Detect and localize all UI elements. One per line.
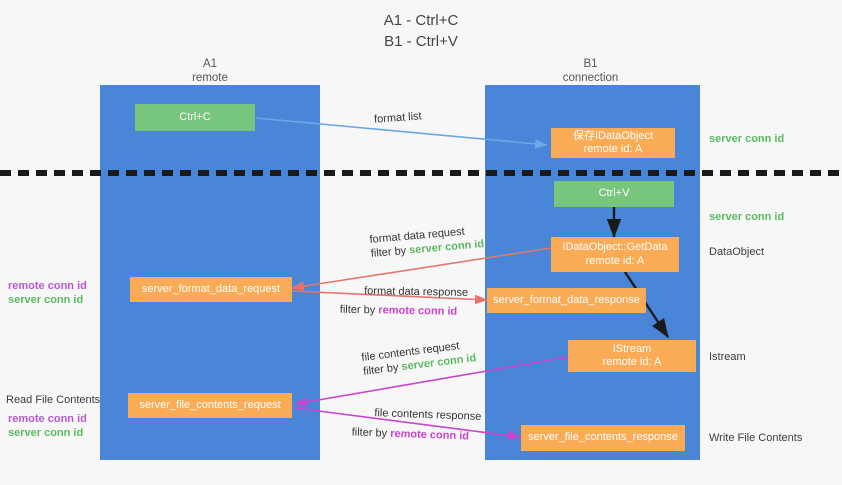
box-server-format-data-request-label: server_format_data_request <box>141 282 281 295</box>
page-title: A1 - Ctrl+C B1 - Ctrl+V <box>0 10 842 52</box>
anno-server-conn-mid: server conn id <box>709 211 785 223</box>
label-file-contents-response: file contents response filter by remote … <box>351 406 482 444</box>
label-format-list: format list <box>374 109 423 126</box>
label-format-data-response-l2-prefix: filter by <box>339 303 379 317</box>
label-format-data-request: format data request filter by server con… <box>369 223 485 261</box>
label-file-contents-response-l2-prefix: filter by <box>351 426 391 440</box>
box-save-idataobject[interactable]: 保存IDataObject remote id: A <box>551 128 675 158</box>
label-format-data-request-l2-prefix: filter by <box>370 244 410 260</box>
anno-server-conn-1: server conn id <box>8 294 84 306</box>
box-server-format-data-response[interactable]: server_format_data_response <box>487 288 646 313</box>
anno-remote-conn-2: remote conn id <box>8 413 87 425</box>
anno-istream: Istream <box>709 351 746 363</box>
box-ctrl-v[interactable]: Ctrl+V <box>554 181 674 207</box>
anno-server-conn-2: server conn id <box>8 427 84 439</box>
anno-dataobject: DataObject <box>709 246 765 258</box>
box-server-file-contents-response[interactable]: server_file_contents_response <box>521 425 685 451</box>
box-save-idataobject-line1: 保存IDataObject <box>572 129 654 142</box>
lane-header-b1: B1 connection <box>483 57 698 85</box>
box-ctrl-v-label: Ctrl+V <box>598 187 630 200</box>
anno-server-conn-top: server conn id <box>709 133 785 145</box>
lane-a1-sub: remote <box>192 72 228 84</box>
phase-divider <box>0 170 842 176</box>
box-istream-line1: IStream <box>612 342 652 355</box>
label-format-data-response-l2-hl: remote conn id <box>378 304 458 318</box>
title-line-1: A1 - Ctrl+C <box>383 12 459 29</box>
box-ctrl-c[interactable]: Ctrl+C <box>135 104 255 131</box>
box-save-idataobject-line2: remote id: A <box>583 143 643 155</box>
box-idataobject-getdata-line1: IDataObject::GetData <box>562 241 668 253</box>
anno-read-file-contents: Read File Contents <box>6 394 101 406</box>
box-istream-line2: remote id: A <box>602 356 662 368</box>
box-server-format-data-request[interactable]: server_format_data_request <box>130 277 292 302</box>
box-server-file-contents-request-label: server_file_contents_request <box>139 398 281 411</box>
box-idataobject-getdata-line2: remote id: A <box>585 254 645 267</box>
box-idataobject-getdata[interactable]: IDataObject::GetData remote id: A <box>551 237 679 272</box>
box-server-format-data-response-label: server_format_data_response <box>493 293 640 306</box>
label-format-list-text: format list <box>373 110 423 126</box>
label-file-contents-response-l1: file contents response <box>374 407 482 423</box>
label-file-contents-request-l2-prefix: filter by <box>362 361 403 378</box>
lane-b1-sub: connection <box>562 72 619 84</box>
label-format-data-response: format data response filter by remote co… <box>340 284 469 319</box>
lane-a1-name: A1 <box>202 58 218 70</box>
box-server-file-contents-response-label: server_file_contents_response <box>528 431 678 444</box>
box-server-file-contents-request[interactable]: server_file_contents_request <box>128 393 292 418</box>
label-file-contents-request: file contents request filter by server c… <box>361 337 477 379</box>
label-format-data-response-l1: format data response <box>364 285 469 299</box>
anno-write-file-contents: Write File Contents <box>709 432 803 444</box>
lane-header-a1: A1 remote <box>100 57 320 85</box>
box-ctrl-c-label: Ctrl+C <box>179 110 211 123</box>
lane-b1-name: B1 <box>583 58 598 70</box>
box-istream[interactable]: IStream remote id: A <box>568 340 696 372</box>
anno-remote-conn-1: remote conn id <box>8 280 87 292</box>
title-line-2: B1 - Ctrl+V <box>384 33 458 50</box>
label-file-contents-response-l2-hl: remote conn id <box>389 427 470 443</box>
